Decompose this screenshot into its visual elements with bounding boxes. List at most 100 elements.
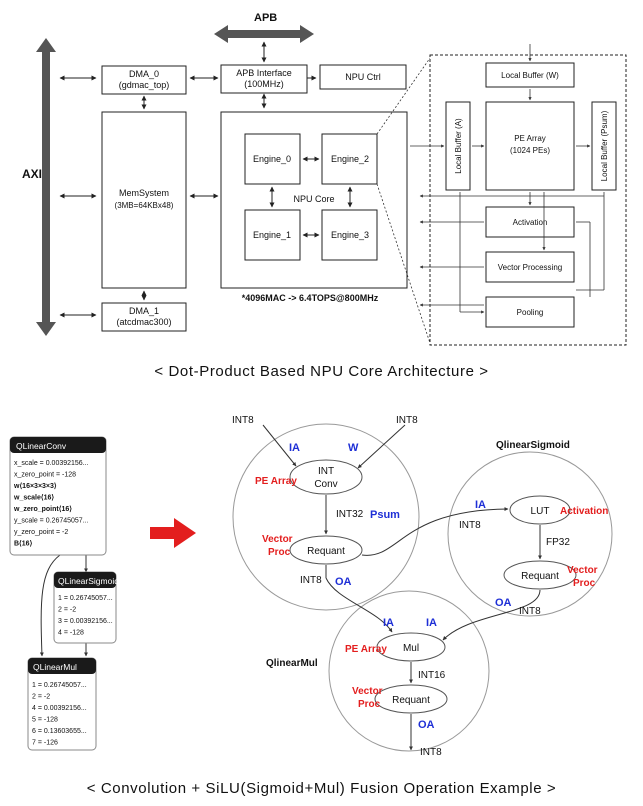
- red-arrow: [150, 518, 196, 548]
- engine-0: Engine_0: [244, 133, 301, 185]
- engine-3: Engine_3: [321, 209, 378, 261]
- apb-label: APB: [254, 12, 277, 24]
- pooling-label: Pooling: [517, 308, 544, 317]
- qlinearconv-node[interactable]: QLinearConv x_scale = 0.00392156... x_zer…: [9, 436, 107, 556]
- qlinearsigmoid-node[interactable]: QLinearSigmoid 1 = 0.26745057...2 = -23 …: [53, 571, 119, 644]
- mul-node: [376, 632, 446, 662]
- conv-attr-line: x_zero_point = -128: [14, 472, 76, 479]
- sigmoid-vector-tag-2: Proc: [573, 578, 596, 589]
- mul-requant-node: [374, 684, 448, 714]
- conv-in-w-type: INT8: [396, 415, 418, 426]
- conv-in-a-type: INT8: [232, 415, 254, 426]
- engine-1: Engine_1: [244, 209, 301, 261]
- mul-vector-tag-2: Proc: [358, 699, 381, 710]
- sigmoid-ia-tag: IA: [475, 499, 486, 511]
- mul-ia-tag-1: IA: [383, 617, 394, 629]
- conv-int32-type: INT32: [336, 509, 364, 520]
- memsystem-box: MemSystem (3MB=64KBx48): [101, 111, 187, 289]
- mul-group-title: QlinearMul: [266, 658, 318, 669]
- dma0-box: DMA_0 (gdmac_top): [101, 65, 187, 95]
- mul-group-circle: [328, 590, 490, 752]
- engine-0-label: Engine_0: [253, 154, 291, 164]
- mul-attr-line: 1 = 0.26745057...: [32, 682, 87, 689]
- npu-ctrl-label: NPU Ctrl: [345, 72, 381, 82]
- engine-2-label: Engine_2: [331, 154, 369, 164]
- mul-oa-tag: OA: [418, 719, 435, 731]
- conv-attr-line: y_zero_point = -2: [14, 529, 68, 536]
- conv-oa-tag: OA: [335, 576, 352, 588]
- dma1-name: DMA_1: [129, 306, 159, 316]
- dma0-name: DMA_0: [129, 69, 159, 79]
- graph-edges: [39, 554, 88, 657]
- local-buffer-psum-label: Local Buffer (Psum): [600, 110, 609, 181]
- mul-label: Mul: [403, 643, 419, 654]
- dma0-sub: (gdmac_top): [119, 80, 170, 90]
- local-buffer-w-label: Local Buffer (W): [501, 71, 559, 80]
- sigmoid-out-type: INT8: [519, 606, 541, 617]
- pe-array-count: (1024 PEs): [510, 146, 550, 155]
- lut-node: [509, 495, 571, 525]
- mul-attr-line: 6 = 0.13603655...: [32, 728, 87, 735]
- qlinearsigmoid-attrs: 1 = 0.26745057... 2 = -2 3 = 0.00392156...…: [58, 595, 113, 637]
- axi-links: [59, 41, 317, 318]
- dma1-box: DMA_1 (atcdmac300): [101, 302, 187, 332]
- sigmoid-attr-line: 4 = -128: [58, 630, 84, 637]
- npu-ctrl-box: NPU Ctrl: [319, 64, 407, 90]
- apb-interface-box: APB Interface (100MHz): [220, 64, 308, 94]
- mul-out-type: INT8: [420, 747, 442, 758]
- dma1-sub: (atcdmac300): [116, 317, 171, 327]
- pe-array-box: PE Array (1024 PEs): [485, 101, 575, 191]
- npu-core-label: NPU Core: [293, 194, 334, 204]
- engine-2: Engine_2: [321, 133, 378, 185]
- lut-label: LUT: [531, 506, 550, 517]
- apb-bus: APB: [214, 12, 314, 43]
- sigmoid-attr-line: 3 = 0.00392156...: [58, 618, 113, 625]
- engine-detail: Local Buffer (W) PE Array (1024 PEs) Loc…: [410, 44, 627, 346]
- memsystem-size: (3MB=64KBx48): [115, 201, 174, 210]
- conv-attr-line: B⟨16⟩: [14, 540, 33, 548]
- detail-links: [410, 44, 605, 314]
- architecture-caption: < Dot-Product Based NPU Core Architectur…: [154, 363, 489, 380]
- vector-processing-label: Vector Processing: [498, 263, 562, 272]
- conv-attr-line: w_zero_point⟨16⟩: [13, 505, 72, 513]
- conv-attr-line: x_scale = 0.00392156...: [14, 460, 89, 467]
- qlinearmul-title: QLinearMul: [33, 662, 77, 672]
- axi-label: AXI: [22, 167, 42, 181]
- apb-interface-clock: (100MHz): [244, 79, 284, 89]
- local-buffer-a: Local Buffer (A): [445, 101, 471, 191]
- architecture-diagram: AXI APB DMA_0 (gdmac_top) MemSystem (3MB…: [22, 12, 627, 346]
- qlinearconv-attrs: x_scale = 0.00392156... x_zero_point = -1…: [13, 460, 89, 548]
- memsystem-name: MemSystem: [119, 188, 169, 198]
- npu-core-box: NPU Core Engine_0 Engine_2 Engine_1 Engi…: [220, 111, 408, 289]
- conv-group-circle: [232, 423, 420, 611]
- sigmoid-attr-line: 2 = -2: [58, 607, 76, 614]
- int-conv-label-1: INT: [318, 466, 334, 477]
- mul-int16-type: INT16: [418, 670, 446, 681]
- perf-note: *4096MAC -> 6.4TOPS@800MHz: [242, 293, 379, 303]
- axi-bus: AXI: [22, 38, 56, 336]
- conv-psum-tag: Psum: [370, 509, 400, 521]
- qlinearconv-title: QLinearConv: [16, 441, 67, 451]
- sigmoid-requant-node: [503, 560, 577, 590]
- mul-pe-array-tag: PE Array: [345, 644, 387, 655]
- conv-pe-array-tag: PE Array: [255, 476, 297, 487]
- conv-vector-tag-1: Vector: [262, 534, 293, 545]
- mul-attr-line: 7 = -126: [32, 740, 58, 747]
- activation-tag: Activation: [560, 506, 608, 517]
- engine-3-label: Engine_3: [331, 230, 369, 240]
- mul-requant-label: Requant: [392, 695, 430, 706]
- engine-1-label: Engine_1: [253, 230, 291, 240]
- int-conv-label-2: Conv: [314, 479, 337, 490]
- qlinearmul-attrs: 1 = 0.26745057...2 = -24 = 0.00392156...…: [32, 682, 87, 747]
- local-buffer-a-label: Local Buffer (A): [454, 118, 463, 174]
- qlinearmul-node[interactable]: QLinearMul 1 = 0.26745057...2 = -24 = 0.…: [27, 657, 97, 751]
- sigmoid-requant-label: Requant: [521, 571, 559, 582]
- sigmoid-attr-line: 1 = 0.26745057...: [58, 595, 113, 602]
- sigmoid-oa-tag: OA: [495, 597, 512, 609]
- onnx-graph: QLinearConv x_scale = 0.00392156... x_zer…: [9, 436, 119, 751]
- mul-attr-line: 2 = -2: [32, 694, 50, 701]
- vector-processing-box: Vector Processing: [485, 251, 575, 283]
- sigmoid-group-circle: [447, 451, 613, 617]
- pe-array-label: PE Array: [514, 134, 546, 143]
